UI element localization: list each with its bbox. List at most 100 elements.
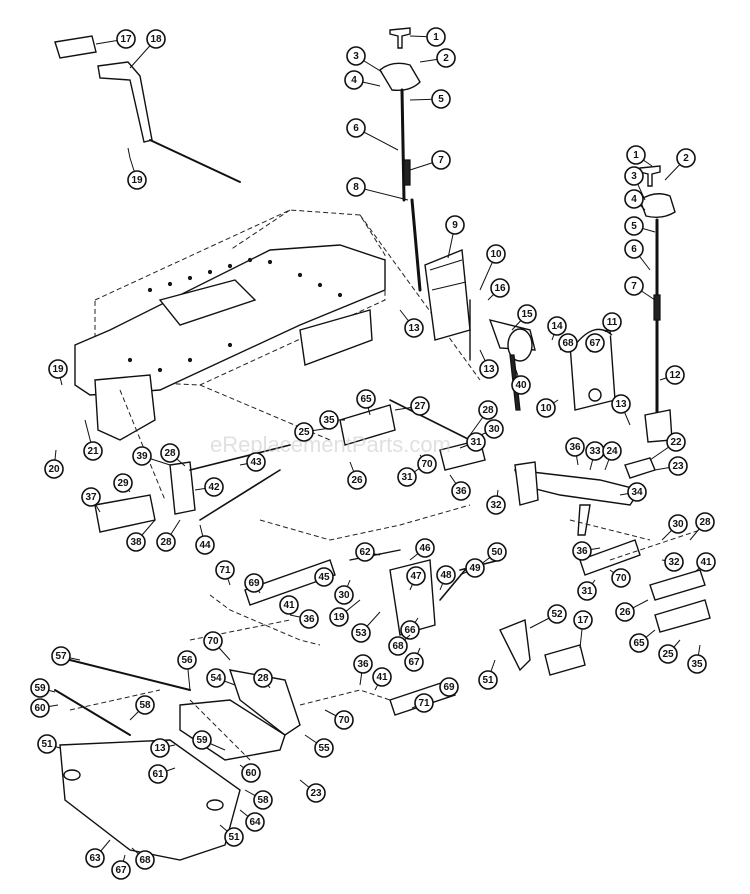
callout-13[interactable]: 13 xyxy=(479,349,499,379)
callout-69[interactable]: 69 xyxy=(244,573,264,594)
callout-54[interactable]: 54 xyxy=(206,668,236,688)
callout-2[interactable]: 2 xyxy=(664,148,696,181)
callout-5[interactable]: 5 xyxy=(409,89,451,109)
callout-71[interactable]: 71 xyxy=(411,693,434,713)
callout-44[interactable]: 44 xyxy=(195,524,215,555)
callout-63[interactable]: 63 xyxy=(85,839,111,868)
callout-10[interactable]: 10 xyxy=(536,398,559,418)
callout-26[interactable]: 26 xyxy=(347,461,367,490)
callout-51[interactable]: 51 xyxy=(478,659,498,690)
callout-7[interactable]: 7 xyxy=(409,150,451,171)
callout-35[interactable]: 35 xyxy=(687,644,707,674)
callout-53[interactable]: 53 xyxy=(351,611,381,643)
callout-65[interactable]: 65 xyxy=(629,629,656,653)
callout-28[interactable]: 28 xyxy=(689,512,715,541)
callout-21[interactable]: 21 xyxy=(83,419,103,461)
callout-45[interactable]: 45 xyxy=(314,567,336,587)
callout-55[interactable]: 55 xyxy=(304,734,334,758)
callout-68[interactable]: 68 xyxy=(131,847,155,870)
callout-8[interactable]: 8 xyxy=(346,177,409,201)
callout-14[interactable]: 14 xyxy=(547,316,567,341)
callout-59[interactable]: 59 xyxy=(192,730,226,751)
callout-43[interactable]: 43 xyxy=(239,452,266,472)
callout-58[interactable]: 58 xyxy=(244,789,273,810)
callout-4[interactable]: 4 xyxy=(624,189,646,211)
callout-22[interactable]: 22 xyxy=(649,432,686,461)
callout-6[interactable]: 6 xyxy=(346,118,399,151)
callout-41[interactable]: 41 xyxy=(372,667,392,691)
callout-6[interactable]: 6 xyxy=(624,239,651,271)
callout-13[interactable]: 13 xyxy=(399,309,424,338)
callout-1[interactable]: 1 xyxy=(409,27,446,47)
callout-18[interactable]: 18 xyxy=(129,29,166,69)
callout-19[interactable]: 19 xyxy=(127,157,147,190)
callout-58[interactable]: 58 xyxy=(129,695,155,721)
callout-36[interactable]: 36 xyxy=(572,541,601,561)
callout-38[interactable]: 38 xyxy=(126,519,156,552)
callout-56[interactable]: 56 xyxy=(177,650,197,691)
callout-49[interactable]: 49 xyxy=(459,558,485,578)
callout-28[interactable]: 28 xyxy=(156,519,181,552)
callout-62[interactable]: 62 xyxy=(355,542,381,562)
callout-57[interactable]: 57 xyxy=(51,646,81,666)
callout-27[interactable]: 27 xyxy=(394,396,430,416)
callout-28[interactable]: 28 xyxy=(160,443,186,467)
callout-67[interactable]: 67 xyxy=(404,647,424,672)
callout-33[interactable]: 33 xyxy=(585,441,605,471)
callout-30[interactable]: 30 xyxy=(661,514,688,541)
callout-19[interactable]: 19 xyxy=(329,599,361,627)
callout-26[interactable]: 26 xyxy=(615,599,649,622)
callout-7[interactable]: 7 xyxy=(624,276,656,301)
callout-68[interactable]: 68 xyxy=(388,634,411,656)
callout-32[interactable]: 32 xyxy=(661,552,684,572)
callout-48[interactable]: 48 xyxy=(436,565,456,591)
callout-67[interactable]: 67 xyxy=(585,333,605,353)
callout-31[interactable]: 31 xyxy=(577,579,597,601)
callout-31[interactable]: 31 xyxy=(397,467,421,487)
callout-13[interactable]: 13 xyxy=(611,394,631,426)
callout-4[interactable]: 4 xyxy=(344,70,381,90)
callout-37[interactable]: 37 xyxy=(81,487,101,513)
callout-16[interactable]: 16 xyxy=(487,278,510,301)
callout-29[interactable]: 29 xyxy=(113,473,133,493)
callout-42[interactable]: 42 xyxy=(194,477,224,497)
callout-2[interactable]: 2 xyxy=(419,48,456,68)
callout-31[interactable]: 31 xyxy=(459,432,486,452)
callout-12[interactable]: 12 xyxy=(659,365,685,385)
callout-3[interactable]: 3 xyxy=(624,166,646,201)
callout-51[interactable]: 51 xyxy=(219,824,244,847)
callout-50[interactable]: 50 xyxy=(479,542,507,566)
callout-32[interactable]: 32 xyxy=(486,489,506,515)
callout-36[interactable]: 36 xyxy=(565,437,585,466)
callout-70[interactable]: 70 xyxy=(324,709,354,730)
callout-70[interactable]: 70 xyxy=(417,454,437,474)
callout-41[interactable]: 41 xyxy=(694,552,716,573)
callout-36[interactable]: 36 xyxy=(289,609,319,629)
callout-3[interactable]: 3 xyxy=(346,46,383,73)
callout-36[interactable]: 36 xyxy=(353,654,373,686)
callout-13[interactable]: 13 xyxy=(150,738,176,758)
callout-64[interactable]: 64 xyxy=(239,809,265,832)
callout-17[interactable]: 17 xyxy=(95,29,136,49)
callout-28[interactable]: 28 xyxy=(253,668,273,689)
callout-70[interactable]: 70 xyxy=(203,631,231,661)
callout-69[interactable]: 69 xyxy=(439,677,459,697)
callout-15[interactable]: 15 xyxy=(511,304,537,331)
callout-41[interactable]: 41 xyxy=(279,595,299,615)
callout-30[interactable]: 30 xyxy=(334,579,354,605)
callout-1[interactable]: 1 xyxy=(626,145,653,167)
callout-25[interactable]: 25 xyxy=(294,422,331,442)
callout-47[interactable]: 47 xyxy=(406,566,426,591)
callout-70[interactable]: 70 xyxy=(609,568,631,588)
callout-25[interactable]: 25 xyxy=(658,639,681,664)
callout-28[interactable]: 28 xyxy=(469,400,498,436)
callout-40[interactable]: 40 xyxy=(511,369,531,395)
callout-23[interactable]: 23 xyxy=(299,779,326,803)
callout-65[interactable]: 65 xyxy=(356,389,376,416)
callout-11[interactable]: 11 xyxy=(602,312,622,333)
callout-23[interactable]: 23 xyxy=(654,456,688,476)
callout-39[interactable]: 39 xyxy=(132,446,171,466)
callout-52[interactable]: 52 xyxy=(529,604,567,629)
callout-35[interactable]: 35 xyxy=(319,410,345,430)
callout-59[interactable]: 59 xyxy=(30,678,56,698)
